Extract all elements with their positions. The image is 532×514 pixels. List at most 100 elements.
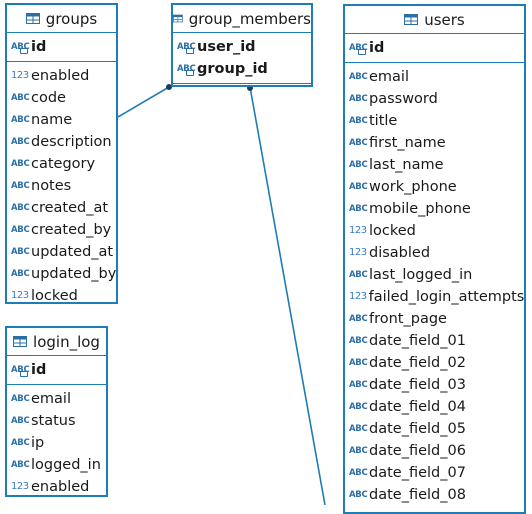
string-type-icon: ABC: [349, 357, 368, 368]
string-type-icon: ABC: [349, 71, 368, 82]
table-icon: [13, 336, 28, 347]
string-key-type-icon: ABC: [11, 364, 30, 377]
entity-header[interactable]: groups: [7, 5, 116, 33]
field-name: date_field_02: [369, 355, 466, 371]
field-name: first_name: [369, 135, 446, 151]
numeric-type-icon: 123: [349, 291, 367, 302]
string-type-icon: ABC: [349, 181, 368, 192]
entity-title: users: [424, 10, 465, 29]
entity-header[interactable]: users: [345, 6, 524, 34]
string-type-icon: ABC: [349, 137, 368, 148]
string-key-type-icon: ABC: [177, 63, 196, 76]
table-icon: [404, 14, 419, 25]
field-name: date_field_06: [369, 443, 466, 459]
field-name: updated_by: [31, 266, 117, 282]
field-name: date_field_07: [369, 465, 466, 481]
table-icon: [173, 14, 183, 23]
field-name: date_field_03: [369, 377, 466, 393]
entity-header[interactable]: login_log: [7, 328, 106, 356]
string-type-icon: ABC: [11, 114, 30, 125]
string-type-icon: ABC: [11, 268, 30, 279]
field-name: id: [31, 39, 47, 55]
entity-header[interactable]: group_members: [173, 5, 311, 33]
field-name: date_field_01: [369, 333, 466, 349]
field-name: description: [31, 134, 112, 150]
string-key-type-icon: ABC: [349, 42, 368, 55]
string-type-icon: ABC: [11, 136, 30, 147]
field-name: id: [369, 40, 385, 56]
string-type-icon: ABC: [11, 202, 30, 213]
string-type-icon: ABC: [349, 313, 368, 324]
field-name: last_name: [369, 157, 444, 173]
field-name: date_field_08: [369, 487, 466, 503]
string-type-icon: ABC: [349, 159, 368, 170]
field-name: created_at: [31, 200, 109, 216]
link-group-members-to-groups[interactable]: [117, 86, 170, 118]
string-type-icon: ABC: [349, 269, 368, 280]
entity-title: login_log: [33, 332, 100, 351]
string-type-icon: ABC: [11, 92, 30, 103]
string-type-icon: ABC: [349, 467, 368, 478]
field-name: date_field_05: [369, 421, 466, 437]
link-group-members-to-users[interactable]: [249, 86, 326, 505]
field-name: notes: [31, 178, 72, 194]
field-name: status: [31, 413, 76, 429]
field-name: email: [369, 69, 409, 85]
table-icon: [25, 13, 40, 24]
field-name: group_id: [197, 61, 268, 77]
entity-title: groups: [45, 9, 98, 28]
string-type-icon: ABC: [11, 459, 30, 470]
string-type-icon: ABC: [11, 224, 30, 235]
